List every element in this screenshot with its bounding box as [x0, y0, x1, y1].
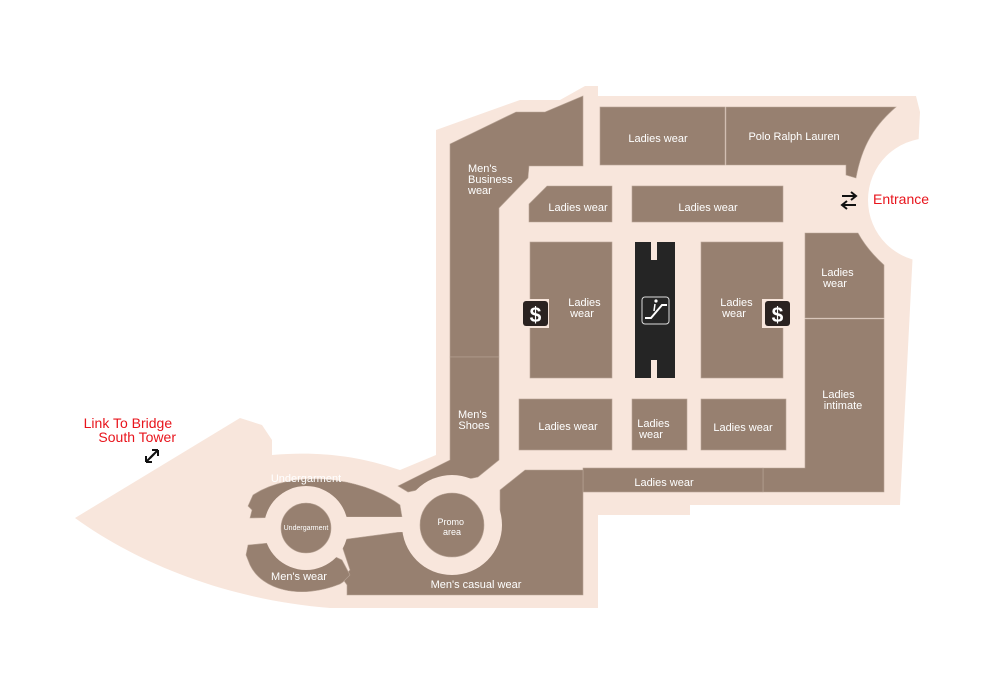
- two-way-arrow-icon[interactable]: [840, 191, 858, 210]
- store-undergarment-inner[interactable]: [280, 502, 332, 554]
- store-label: Polo Ralph Lauren: [748, 131, 839, 143]
- store-ladies-wear-bottom[interactable]: [582, 467, 764, 493]
- store-label: Undergarment: [284, 525, 329, 532]
- store-polo-ralph-lauren[interactable]: [725, 106, 897, 179]
- store-label: Men's Shoes: [458, 409, 490, 432]
- store-label: Ladies wear: [634, 477, 694, 489]
- entrance-label[interactable]: Entrance: [873, 191, 929, 207]
- store-label: Ladies wear: [628, 133, 688, 145]
- store-ladies-wear-row-3[interactable]: [700, 398, 787, 451]
- entrance-cutout: [868, 138, 992, 262]
- store-ladies-wear-row-1[interactable]: [518, 398, 613, 451]
- store-label: Ladies wear: [678, 202, 738, 214]
- store-ladies-wear-small[interactable]: [528, 185, 613, 223]
- two-way-arrow-icon[interactable]: [145, 449, 159, 463]
- store-label: Ladies wear: [548, 202, 608, 214]
- link-bridge-label[interactable]: Link To Bridge South Tower: [84, 415, 177, 445]
- dollar-icon[interactable]: $: [765, 301, 790, 327]
- store-label: Men's wear: [271, 571, 327, 583]
- svg-text:$: $: [772, 304, 784, 327]
- store-label: Ladies wear: [821, 267, 856, 290]
- store-ladies-wear-top[interactable]: [599, 106, 726, 166]
- svg-text:$: $: [530, 304, 542, 327]
- store-label: Ladies wear: [637, 418, 672, 441]
- escalator-icon[interactable]: [641, 296, 670, 325]
- store-label: Men's Business wear: [467, 163, 516, 197]
- store-promo-area[interactable]: [419, 492, 485, 558]
- dollar-icon[interactable]: $: [523, 301, 548, 327]
- store-ladies-wear-right[interactable]: [804, 232, 885, 319]
- store-ladies-wear-wide[interactable]: [631, 185, 784, 223]
- store-label: Ladies wear: [568, 297, 603, 320]
- store-label: Ladies wear: [713, 422, 773, 434]
- store-label: Ladies wear: [538, 421, 598, 433]
- store-label: Promo area: [437, 517, 466, 537]
- store-label: Men's casual wear: [431, 579, 522, 591]
- store-label: Ladies intimate: [822, 389, 862, 412]
- store-ladies-wear-row-2[interactable]: [631, 398, 688, 451]
- store-label: Ladies wear: [720, 297, 755, 320]
- store-label: Undergarment: [271, 473, 341, 485]
- escalator-shaft: [635, 242, 675, 378]
